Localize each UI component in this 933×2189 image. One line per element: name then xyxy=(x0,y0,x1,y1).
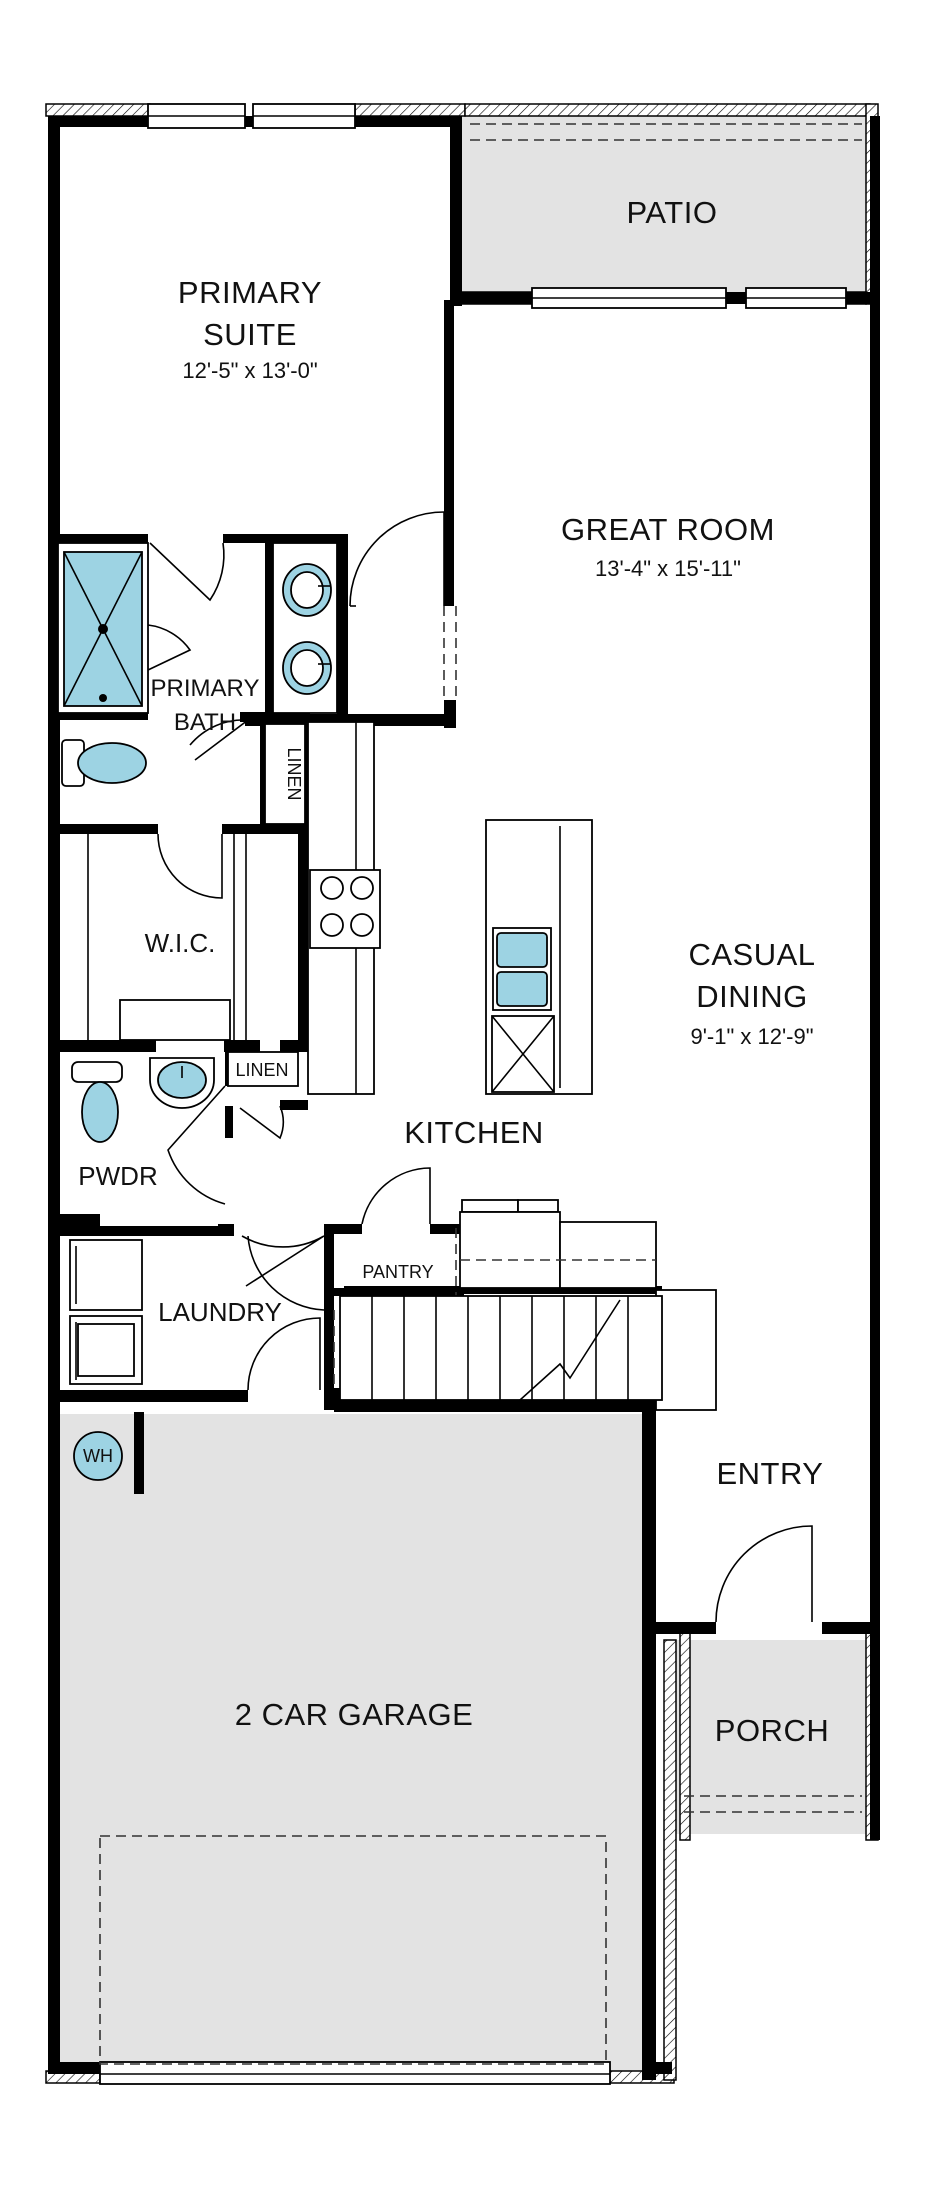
fridge-area xyxy=(459,1199,657,1289)
casual-dining-label-2: DINING xyxy=(696,979,808,1014)
garage-area xyxy=(58,1414,654,2071)
doors xyxy=(147,511,813,1623)
patio-area xyxy=(462,112,870,302)
washer-dryer xyxy=(69,1239,143,1385)
porch-area xyxy=(672,1640,870,1834)
patio-label: PATIO xyxy=(627,195,718,230)
linen-lower-label: LINEN xyxy=(235,1060,288,1080)
water-heater-label: WH xyxy=(83,1446,113,1466)
primary-suite-dimensions: 12'-5" x 13'-0" xyxy=(182,358,317,383)
wic-label: W.I.C. xyxy=(145,928,216,958)
primary-bath-label-2: BATH xyxy=(174,709,236,736)
interior-walls xyxy=(48,116,880,2080)
great-room-label: GREAT ROOM xyxy=(561,512,775,547)
linen-lower xyxy=(227,1051,299,1087)
garage-label: 2 CAR GARAGE xyxy=(235,1697,474,1732)
casual-dining-label-1: CASUAL xyxy=(688,937,815,972)
casual-dining-dimensions: 9'-1" x 12'-9" xyxy=(690,1024,813,1049)
kitchen-counter xyxy=(307,721,381,1095)
shower xyxy=(57,542,149,714)
entry-label: ENTRY xyxy=(716,1456,823,1491)
laundry-label: LAUNDRY xyxy=(158,1297,282,1327)
linen-upper xyxy=(264,723,306,825)
kitchen-island xyxy=(485,819,593,1095)
pantry-label: PANTRY xyxy=(362,1262,433,1282)
primary-suite-label-1: PRIMARY xyxy=(178,275,322,310)
double-vanity xyxy=(272,542,338,714)
primary-bath-label-1: PRIMARY xyxy=(151,675,260,702)
toilet-primary xyxy=(61,739,147,787)
porch-label: PORCH xyxy=(715,1713,829,1748)
staircase xyxy=(339,1295,663,1401)
great-room-dimensions: 13'-4" x 15'-11" xyxy=(595,556,741,581)
windows xyxy=(99,103,847,2085)
linen-upper-label: LINEN xyxy=(284,747,304,800)
pwdr-label: PWDR xyxy=(78,1161,157,1191)
water-heater xyxy=(73,1431,123,1481)
dashed-outlines xyxy=(99,123,862,2065)
kitchen-label: KITCHEN xyxy=(404,1115,544,1150)
room-labels: PATIO PRIMARY SUITE 12'-5" x 13'-0" GREA… xyxy=(78,195,829,1748)
wic-shelving xyxy=(87,834,247,1041)
primary-suite-label-2: SUITE xyxy=(203,317,297,352)
powder-fixtures xyxy=(71,1057,215,1143)
